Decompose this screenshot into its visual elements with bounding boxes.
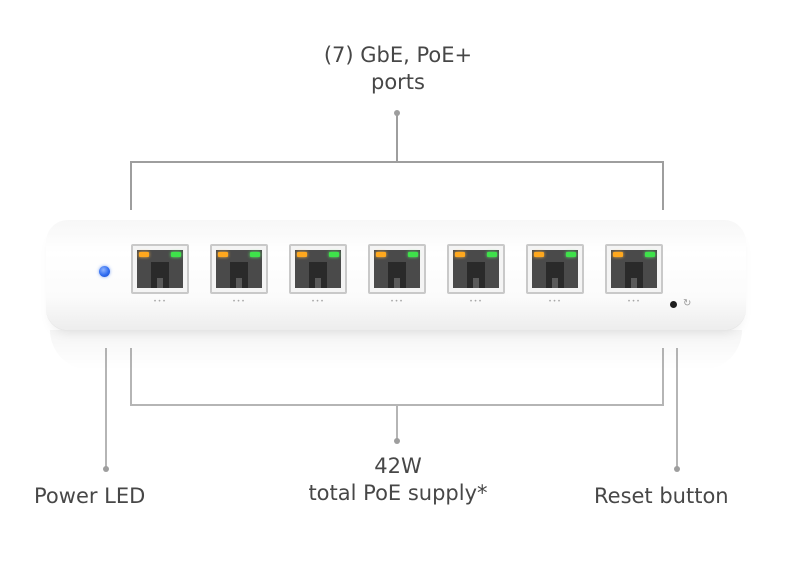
link-led [171, 252, 181, 257]
ports-callout-line2: ports [371, 70, 425, 94]
link-led [250, 252, 260, 257]
port-number-marking: ••• [390, 298, 404, 305]
ethernet-port[interactable] [526, 244, 584, 294]
power-led-leader-dot [103, 466, 109, 472]
power-led-callout: Power LED [34, 483, 184, 510]
rj45-jack [453, 250, 499, 288]
poe-supply-line1: 42W [374, 454, 422, 478]
ethernet-port[interactable] [368, 244, 426, 294]
port-number-marking: ••• [469, 298, 483, 305]
port-number-marking: ••• [627, 298, 641, 305]
ethernet-port[interactable] [131, 244, 189, 294]
port-number-marking: ••• [232, 298, 246, 305]
activity-led [376, 252, 386, 257]
reset-button-label: Reset button [594, 484, 729, 508]
rj45-jack [532, 250, 578, 288]
activity-led [218, 252, 228, 257]
power-led-label: Power LED [34, 484, 146, 508]
activity-led [613, 252, 623, 257]
rj45-jack [374, 250, 420, 288]
power-led-indicator [99, 266, 110, 277]
port-number-marking: ••• [311, 298, 325, 305]
rj45-jack [611, 250, 657, 288]
ethernet-port[interactable] [210, 244, 268, 294]
port-number-marking: ••• [153, 298, 167, 305]
reset-button[interactable] [670, 301, 677, 308]
activity-led [534, 252, 544, 257]
link-led [329, 252, 339, 257]
ethernet-port[interactable] [605, 244, 663, 294]
reset-icon: ↻ [683, 298, 692, 309]
port-number-marking: ••• [548, 298, 562, 305]
poe-supply-callout: 42W total PoE supply* [270, 453, 526, 507]
activity-led [297, 252, 307, 257]
rj45-jack [216, 250, 262, 288]
ports-callout-line1: (7) GbE, PoE+ [323, 43, 473, 67]
link-led [408, 252, 418, 257]
ethernet-port[interactable] [289, 244, 347, 294]
link-led [645, 252, 655, 257]
ethernet-port[interactable] [447, 244, 505, 294]
ports-bracket-dot [394, 110, 400, 116]
reset-button-callout: Reset button [594, 483, 764, 510]
rj45-jack [137, 250, 183, 288]
ports-callout: (7) GbE, PoE+ ports [300, 42, 496, 96]
link-led [566, 252, 576, 257]
poe-bracket [130, 348, 664, 440]
activity-led [455, 252, 465, 257]
ports-bracket [130, 113, 664, 210]
link-led [487, 252, 497, 257]
rj45-jack [295, 250, 341, 288]
reset-leader-dot [674, 466, 680, 472]
poe-supply-line2: total PoE supply* [308, 481, 488, 505]
activity-led [139, 252, 149, 257]
device-reflection [50, 330, 742, 370]
poe-bracket-dot [394, 438, 400, 444]
